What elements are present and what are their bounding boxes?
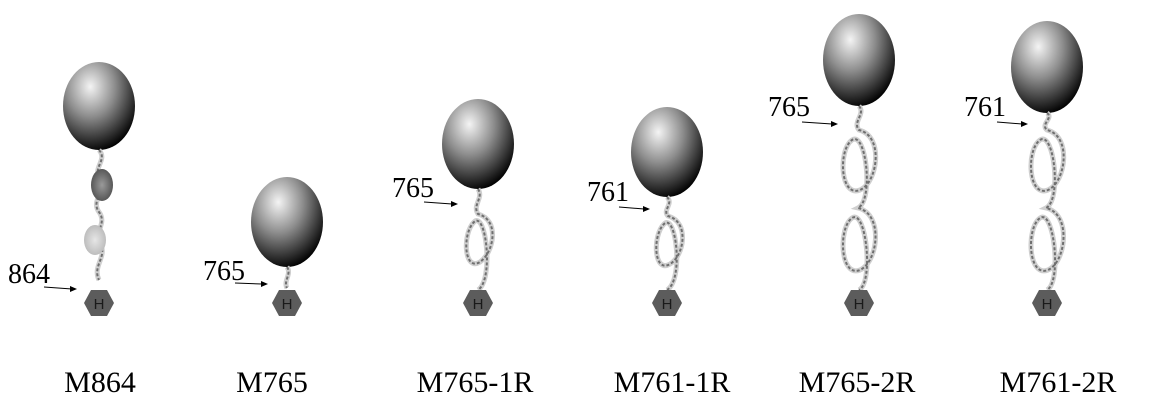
hexagon-tag-h <box>652 290 682 316</box>
lever-arm-strand <box>1028 110 1067 293</box>
construct-m761-1r: H 761 M761-1R <box>587 107 730 398</box>
residue-pointer-arrow <box>423 201 453 205</box>
residue-number-label: 765 <box>203 256 245 287</box>
motor-head <box>442 99 514 189</box>
arrowhead <box>261 281 268 287</box>
hexagon-tag-h <box>844 290 874 316</box>
residue-number-label: 765 <box>768 92 810 123</box>
hexagon-label: H <box>1042 296 1053 313</box>
motor-head <box>251 177 323 267</box>
hexagon-tag-h <box>463 290 493 316</box>
construct-label: M761-2R <box>1000 366 1117 398</box>
construct-m864: H 864 M864 <box>8 62 136 398</box>
residue-pointer-arrow <box>618 206 645 210</box>
residue-pointer-arrow <box>43 286 73 290</box>
construct-label: M761-1R <box>614 366 731 398</box>
construct-m765: H 765 M765 <box>203 177 323 398</box>
domain-blob-dark <box>91 169 113 201</box>
arrowhead <box>70 286 77 292</box>
construct-m765-2r: H 765 M765-2R <box>768 14 915 398</box>
lever-arm-strand-texture <box>465 188 494 291</box>
hexagon-tag-h <box>272 290 302 316</box>
residue-pointer-arrow <box>234 282 263 285</box>
lever-arm-strand-texture <box>1030 112 1065 291</box>
construct-label: M765-2R <box>799 366 916 398</box>
hexagon-label: H <box>94 296 105 313</box>
hexagon-tag-h <box>84 290 114 316</box>
hexagon-label: H <box>662 296 673 313</box>
hexagon-label: H <box>282 296 293 313</box>
lever-arm-strand <box>653 195 685 293</box>
construct-m761-2r: H 761 M761-2R <box>964 21 1116 398</box>
motor-head <box>631 107 703 197</box>
lever-arm-strand <box>463 187 495 293</box>
domain-blob-light <box>84 225 106 255</box>
hexagon-label: H <box>473 296 484 313</box>
hexagon-label: H <box>854 296 865 313</box>
residue-pointer-arrow <box>801 121 833 125</box>
lever-arm-strand-texture <box>285 266 290 289</box>
motor-head <box>823 14 895 106</box>
residue-pointer-arrow <box>996 121 1023 125</box>
motor-head <box>63 62 135 150</box>
lever-arm-strand-texture <box>842 105 877 291</box>
arrowhead <box>643 206 650 212</box>
motor-head <box>1011 21 1083 113</box>
lever-arm-strand-texture <box>95 149 104 281</box>
lever-arm-strand-texture <box>655 196 684 291</box>
residue-number-label: 761 <box>587 177 629 208</box>
construct-m765-1r: H 765 M765-1R <box>392 99 533 398</box>
lever-arm-strand <box>840 104 879 293</box>
residue-number-label: 761 <box>964 92 1006 123</box>
arrowhead <box>831 121 838 127</box>
arrowhead <box>451 201 458 207</box>
construct-label: M765-1R <box>417 366 534 398</box>
residue-number-label: 765 <box>392 173 434 204</box>
arrowhead <box>1021 121 1028 127</box>
construct-label: M864 <box>64 366 136 398</box>
hexagon-tag-h <box>1032 290 1062 316</box>
construct-label: M765 <box>236 366 308 398</box>
residue-number-label: 864 <box>8 259 50 290</box>
